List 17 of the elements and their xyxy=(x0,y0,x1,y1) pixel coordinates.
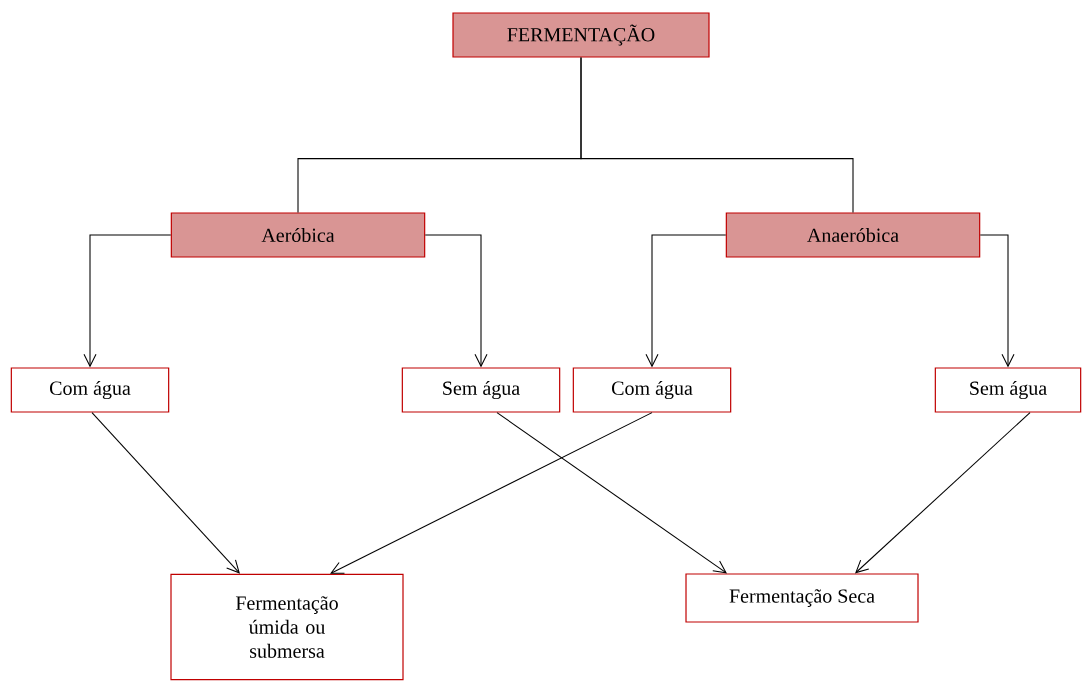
process-box: Com água xyxy=(10,367,170,413)
arrow xyxy=(330,412,653,574)
category-box: Anaeróbica xyxy=(725,212,981,258)
process-box: Sem água xyxy=(934,367,1082,413)
arrow xyxy=(645,234,727,368)
arrow xyxy=(496,412,727,574)
process-box: Com água xyxy=(572,367,732,413)
result-box: Fermentação Seca xyxy=(685,573,919,623)
result-box: Fermentação úmida ou submersa xyxy=(170,573,404,681)
title-box: FERMENTAÇÃO xyxy=(452,12,710,58)
process-box: Sem água xyxy=(401,367,561,413)
arrow xyxy=(979,234,1015,368)
arrow xyxy=(91,412,240,574)
arrow xyxy=(83,234,172,368)
arrow xyxy=(855,412,1031,574)
arrow xyxy=(424,234,488,368)
category-box: Aeróbica xyxy=(170,212,426,258)
